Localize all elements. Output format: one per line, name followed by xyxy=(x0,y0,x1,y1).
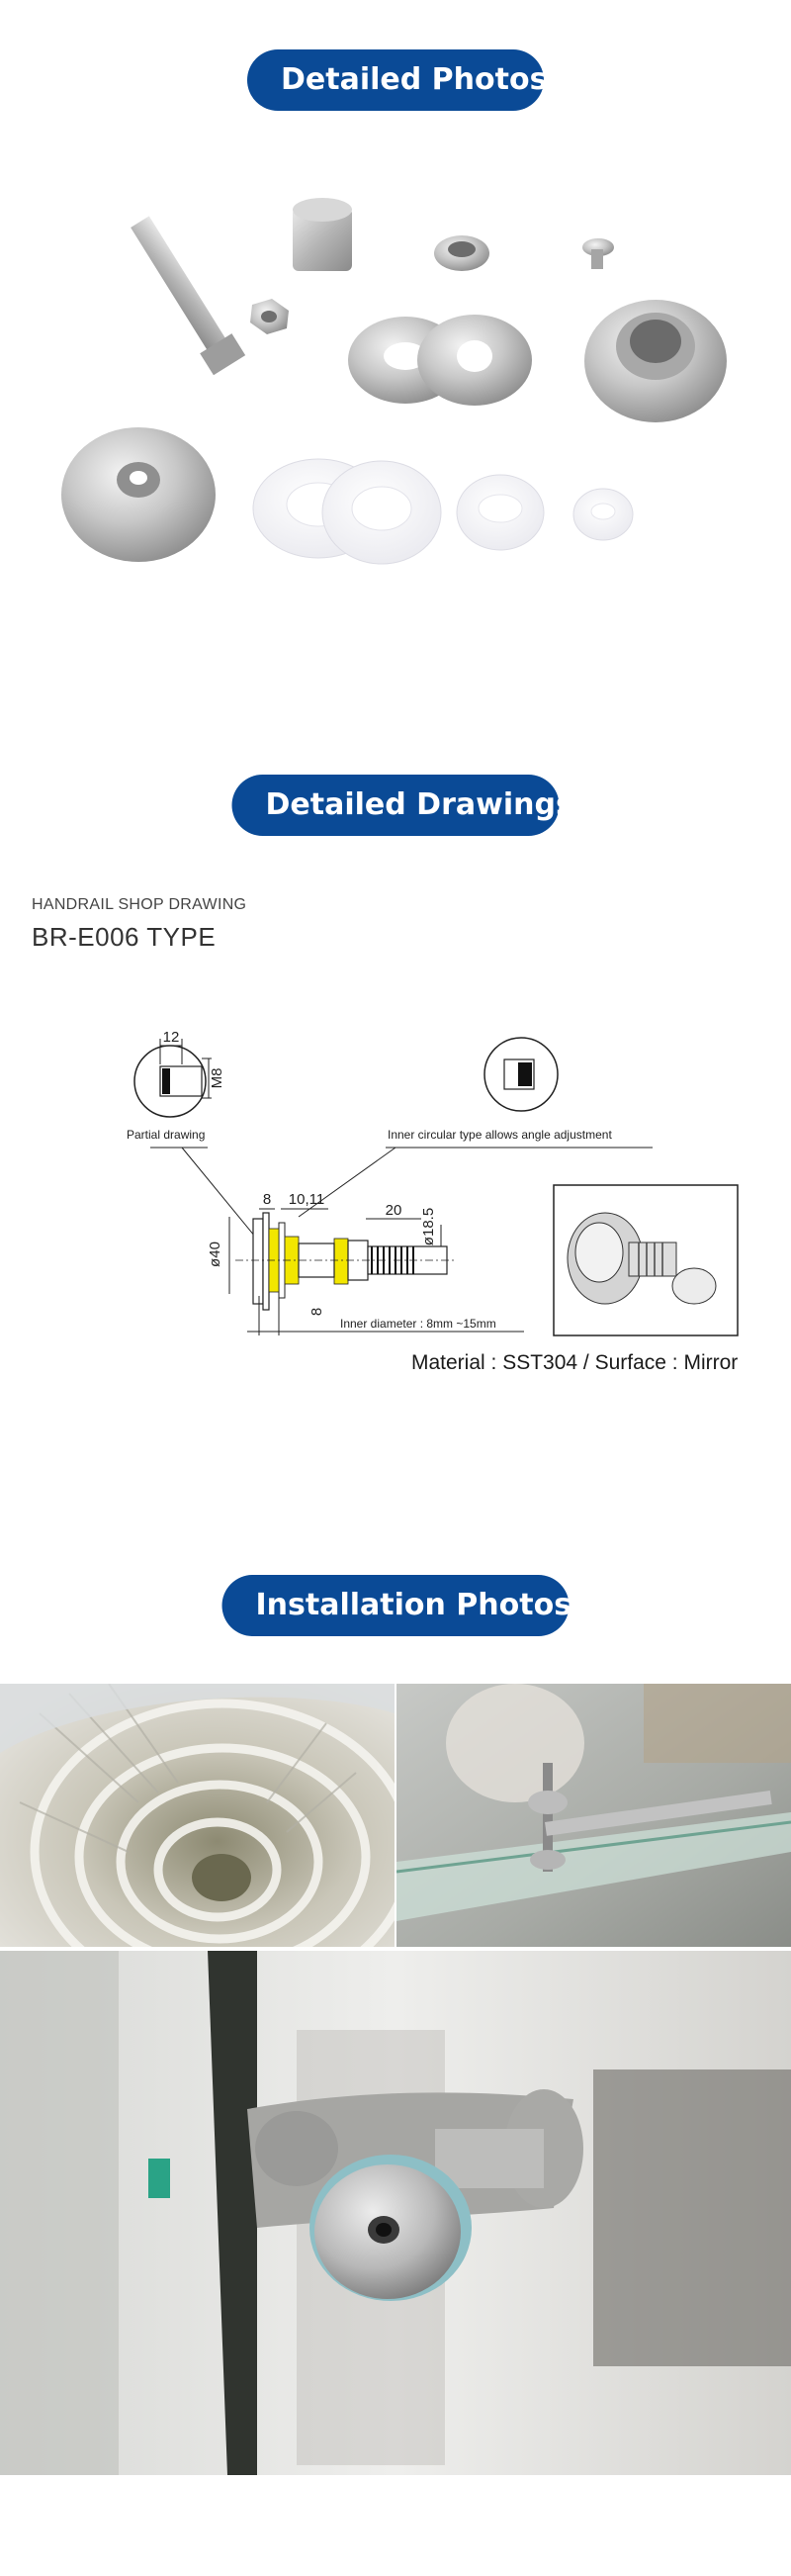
small-screw-part xyxy=(582,238,614,269)
white-gasket-large xyxy=(252,458,442,565)
inner-circular-label: Inner circular type allows angle adjustm… xyxy=(388,1128,612,1142)
section-title-detailed-drawings: Detailed Drawings xyxy=(231,775,573,836)
dim-40: ø40 xyxy=(207,1242,223,1267)
dim-12: 12 xyxy=(163,1029,180,1046)
clamp-closeup-photo xyxy=(0,1951,791,2475)
glass-clamp-photo xyxy=(396,1684,791,1947)
section-title-installation-photos: Installation Photos xyxy=(221,1575,571,1636)
partial-drawing-label: Partial drawing xyxy=(127,1128,205,1142)
cap-part xyxy=(293,198,352,271)
dim-8a: 8 xyxy=(263,1191,271,1208)
assembly-side-view: 8 10,11 20 ø18.5 ø40 8 xyxy=(207,1191,524,1335)
flange-part xyxy=(584,300,727,422)
dim-8b: 8 xyxy=(308,1308,325,1316)
angle-detail-circle xyxy=(483,1037,559,1112)
dim-10-11: 10,11 xyxy=(289,1191,324,1208)
section-title-detailed-photos: Detailed Photos xyxy=(247,49,547,111)
inner-diameter-label: Inner diameter : 8mm ~15mm xyxy=(340,1317,496,1331)
threaded-bushing-part xyxy=(434,235,489,271)
material-spec: Material : SST304 / Surface : Mirror xyxy=(411,1351,739,1374)
parts-photo xyxy=(61,198,727,565)
technical-drawing: 12 M8 Partial drawing Inner circular typ… xyxy=(127,1029,739,1336)
hex-nut-part xyxy=(250,299,289,334)
bolt-part xyxy=(131,216,246,376)
shop-drawing-label: HANDRAIL SHOP DRAWING xyxy=(32,896,247,913)
steel-washer-part xyxy=(348,315,532,406)
dim-18-5: ø18.5 xyxy=(420,1208,437,1245)
white-gasket-small xyxy=(572,488,634,541)
base-disc-part xyxy=(61,427,216,562)
dim-20: 20 xyxy=(386,1202,402,1219)
partial-view-circle xyxy=(133,1039,212,1118)
product-3d-inset xyxy=(553,1184,739,1336)
dim-m8: M8 xyxy=(209,1068,225,1089)
white-gasket-medium xyxy=(456,474,545,551)
staircase-photo xyxy=(0,1684,395,1947)
drawing-type-title: BR-E006 TYPE xyxy=(32,922,217,952)
